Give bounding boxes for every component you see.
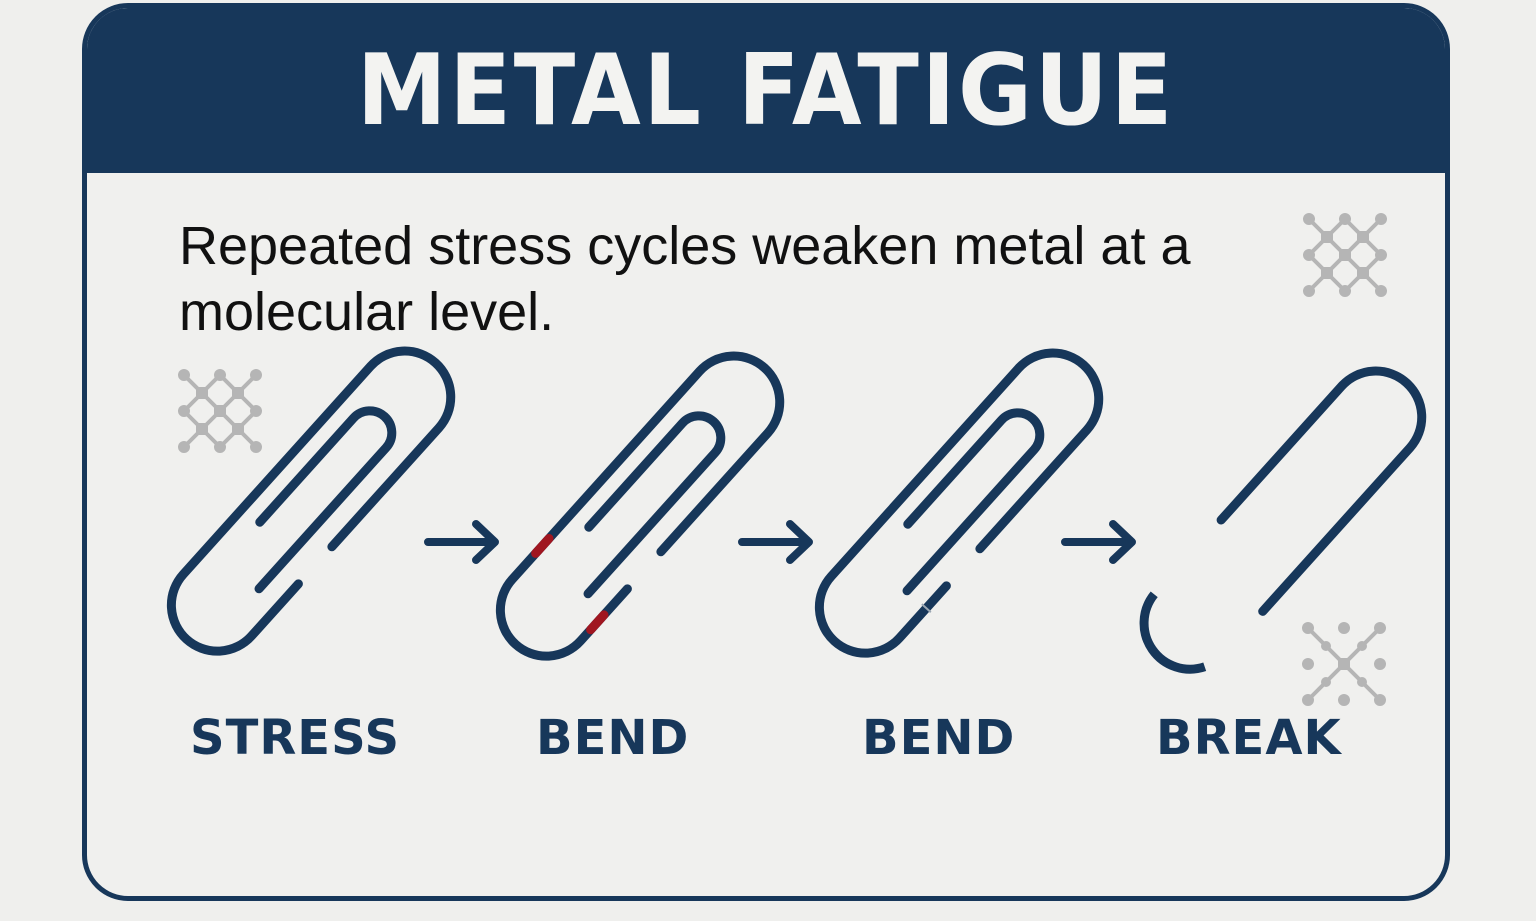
- broken-paperclip-icon: [1139, 366, 1427, 674]
- stage-label-bend-1: BEND: [536, 710, 690, 766]
- stage-label-break: BREAK: [1156, 710, 1342, 766]
- stage-label-stress: STRESS: [190, 710, 401, 766]
- right-arrow-icon: [1061, 520, 1136, 564]
- metal-fatigue-card: METAL FATIGUE Repeated stress cycles wea…: [82, 3, 1450, 901]
- broken-molecule-lattice-icon: [1302, 622, 1386, 706]
- page-title: METAL FATIGUE: [356, 34, 1176, 148]
- title-banner: METAL FATIGUE: [87, 8, 1445, 173]
- right-arrow-icon: [424, 520, 499, 564]
- paperclip-icon: [495, 351, 785, 661]
- description-text: Repeated stress cycles weaken metal at a…: [179, 216, 1191, 342]
- paperclip-icon: [814, 348, 1104, 658]
- paperclip-icon: [166, 346, 456, 656]
- stage-label-bend-2: BEND: [862, 710, 1016, 766]
- right-arrow-icon: [738, 520, 813, 564]
